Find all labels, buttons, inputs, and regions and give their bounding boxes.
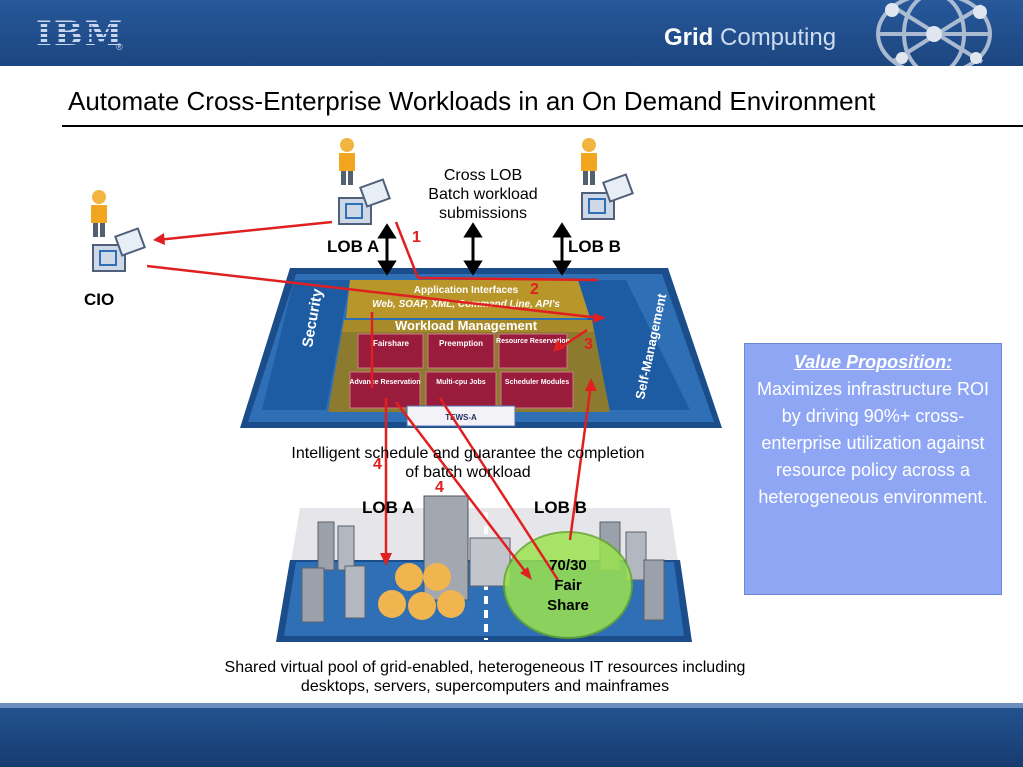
header-bar: [0, 0, 1023, 66]
value-proposition-heading-text: Value Proposition: [793, 352, 947, 372]
workload-management-label: Workload Management: [395, 318, 538, 333]
step-1-label: 1: [412, 229, 421, 246]
module-label: Multi-cpu Jobs: [436, 379, 485, 386]
interfaces-list-label: Web, SOAP, XML, Command Line, API's: [372, 299, 560, 310]
ibm-logo: IBM: [36, 14, 125, 54]
module-label: Fairshare: [373, 339, 410, 348]
application-interfaces-label: Application Interfaces: [414, 285, 519, 296]
pool-lob-a-label: LOB A: [362, 498, 415, 517]
security-panel: [262, 280, 350, 410]
schedule-caption: Intelligent schedule and guarantee the c…: [291, 445, 645, 481]
resource-pool: [276, 495, 692, 642]
grid-globe-icon: [876, 0, 992, 66]
value-proposition-box: Value Proposition: Maximizes infrastruct…: [744, 343, 1002, 595]
cio-person-icon: [91, 190, 107, 237]
page-title: Automate Cross-Enterprise Workloads in a…: [68, 86, 876, 116]
self-management-panel: [578, 280, 690, 410]
product-title: Grid Computing: [664, 24, 836, 52]
step-4-label: 4: [373, 456, 382, 473]
module-preemption: [427, 333, 495, 369]
footer-divider: [0, 703, 1023, 708]
product-title-bold: Grid: [664, 24, 714, 51]
lob-a-label: LOB A: [327, 237, 380, 256]
fair-share-label: 70/30 Fair Share: [547, 557, 589, 614]
step-3-label: 3: [584, 336, 593, 353]
registered-mark: ®: [116, 42, 123, 52]
application-interfaces-panel: [346, 280, 590, 318]
module-multi-cpu-jobs: [425, 371, 497, 409]
fair-share-zone: [503, 531, 633, 639]
value-proposition-body: Maximizes infrastructure ROI by driving …: [756, 379, 990, 507]
step-4b-label: 4: [435, 479, 444, 496]
module-label: Resource Reservation: [496, 338, 570, 345]
lob-b-label: LOB B: [568, 237, 621, 256]
cio-label: CIO: [84, 290, 115, 309]
tews-label: TEWS-A: [445, 413, 477, 422]
cross-lob-note: Cross LOB Batch workload submissions: [428, 167, 538, 222]
module-label: Advance Reservation: [349, 379, 420, 386]
workflow-arrows: [146, 220, 601, 581]
module-fairshare: [357, 333, 424, 369]
lob-a-person-icon: [339, 138, 355, 185]
module-label: Scheduler Modules: [505, 379, 569, 386]
lob-b-computer-icon: [581, 173, 634, 220]
product-title-rest: Computing: [713, 24, 837, 51]
pool-caption: Shared virtual pool of grid-enabled, het…: [224, 659, 746, 695]
value-proposition-heading: Value Proposition:: [745, 349, 1001, 376]
platform-board: Security Self-Management Application Int…: [240, 268, 722, 428]
lob-a-computer-icon: [338, 178, 391, 225]
lob-b-person-icon: [581, 138, 597, 185]
module-label: Preemption: [439, 339, 483, 348]
module-scheduler-modules: [500, 371, 574, 409]
footer-bar: [0, 708, 1023, 767]
title-divider: [62, 125, 1023, 127]
submission-arrows: [377, 222, 572, 276]
workflow-arrowheads: [153, 233, 606, 580]
step-2-label: 2: [530, 281, 539, 298]
cio-computer-icon: [92, 227, 146, 272]
pool-lob-b-label: LOB B: [534, 498, 587, 517]
value-proposition-heading-suffix: :: [946, 352, 953, 372]
